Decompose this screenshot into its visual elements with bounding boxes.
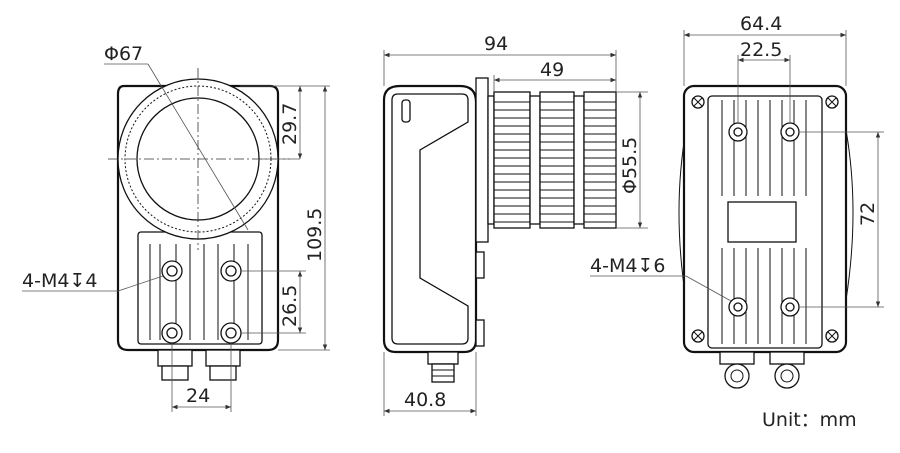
- side-lens-knurl: [494, 101, 616, 223]
- side-lens-diameter-label: Φ55.5: [619, 137, 641, 194]
- back-mount-holes: [728, 122, 800, 317]
- back-connectors: [719, 351, 805, 389]
- side-connector: [427, 351, 459, 383]
- front-inner-panel: [137, 231, 263, 345]
- back-corner-screws: [691, 95, 839, 343]
- back-hole-vspacing-label: 72: [857, 202, 879, 226]
- back-hole-hspacing-label: 22.5: [740, 39, 782, 61]
- front-top-offset-label: 29.7: [279, 103, 301, 145]
- back-fins: [721, 100, 807, 344]
- front-height-label: 109.5: [304, 208, 326, 262]
- side-body-depth-label: 40.8: [404, 389, 446, 411]
- side-lens-barrel: [487, 91, 617, 229]
- back-width-label: 64.4: [740, 13, 782, 35]
- side-view: 94 49 Φ55.5 40.8: [382, 33, 648, 416]
- side-total-length-label: 94: [484, 33, 508, 55]
- front-hole-vspacing-label: 26.5: [279, 285, 301, 327]
- back-label-window: [727, 201, 797, 243]
- front-hole-callout: 4-M4↧4: [22, 270, 97, 292]
- front-view: Φ67 4-M4↧4: [22, 43, 330, 412]
- back-view: 64.4 22.5 72 4-M4↧6: [590, 13, 884, 389]
- front-diameter-label: Φ67: [104, 43, 143, 65]
- side-lens-length-label: 49: [540, 59, 564, 81]
- side-bevel: [391, 93, 469, 345]
- unit-label: Unit：mm: [762, 409, 857, 431]
- front-fins: [149, 244, 249, 340]
- back-hole-callout: 4-M4↧6: [590, 255, 665, 277]
- front-connectors: [157, 349, 241, 381]
- side-lens-flange: [475, 77, 489, 243]
- front-hole-hspacing-label: 24: [186, 385, 210, 407]
